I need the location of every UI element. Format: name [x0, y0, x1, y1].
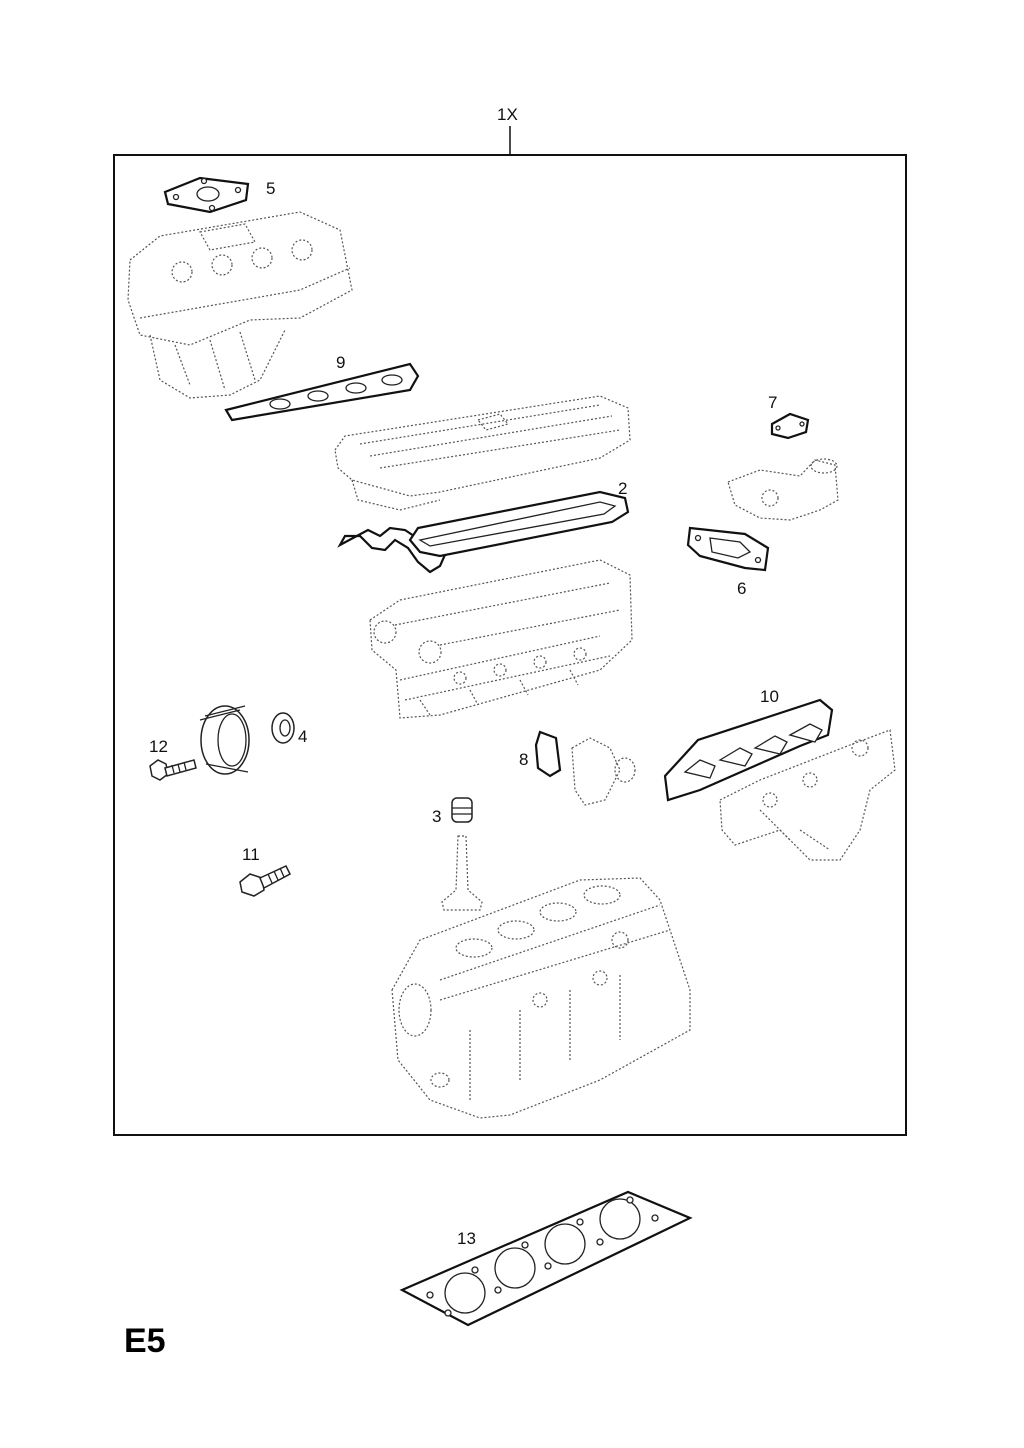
valve-cover-gasket[interactable] — [337, 490, 630, 574]
thermostat-gasket[interactable] — [686, 526, 770, 572]
callout-8: 8 — [519, 750, 528, 769]
callout-11: 11 — [242, 845, 260, 864]
callout-4: 4 — [298, 727, 307, 746]
intake-manifold-gasket[interactable] — [224, 362, 420, 422]
callout-12: 12 — [149, 737, 168, 756]
callout-10: 10 — [760, 687, 779, 706]
engine-valve — [441, 835, 483, 911]
intake-manifold — [127, 211, 353, 399]
kit-frame — [113, 126, 907, 1136]
water-outlet-gasket[interactable] — [534, 730, 562, 778]
valve-stem-seal[interactable] — [451, 797, 473, 823]
exhaust-manifold-gasket[interactable] — [663, 698, 834, 802]
cylinder-head — [369, 559, 633, 719]
oil-seal-4[interactable] — [271, 712, 295, 744]
crankshaft-seal-ring[interactable] — [199, 705, 250, 775]
exhaust-manifold — [719, 729, 896, 861]
kit-label: 1X — [497, 105, 518, 124]
bolt-12[interactable] — [149, 759, 197, 781]
valve-cover — [334, 395, 631, 511]
engine-block — [391, 877, 691, 1119]
page-code: E5 — [124, 1322, 166, 1360]
callout-7: 7 — [768, 393, 777, 412]
bolt-11[interactable] — [239, 865, 291, 897]
water-outlet — [571, 737, 636, 806]
callout-13: 13 — [457, 1229, 476, 1248]
throttle-body-gasket[interactable] — [163, 176, 250, 214]
callout-5: 5 — [266, 179, 275, 198]
cylinder-head-gasket[interactable] — [399, 1190, 693, 1327]
small-flange-gasket[interactable] — [770, 412, 810, 440]
callout-3: 3 — [432, 807, 441, 826]
callout-6: 6 — [737, 579, 746, 598]
callout-9: 9 — [336, 353, 345, 372]
callout-2: 2 — [618, 479, 627, 498]
thermostat-housing — [727, 458, 839, 521]
